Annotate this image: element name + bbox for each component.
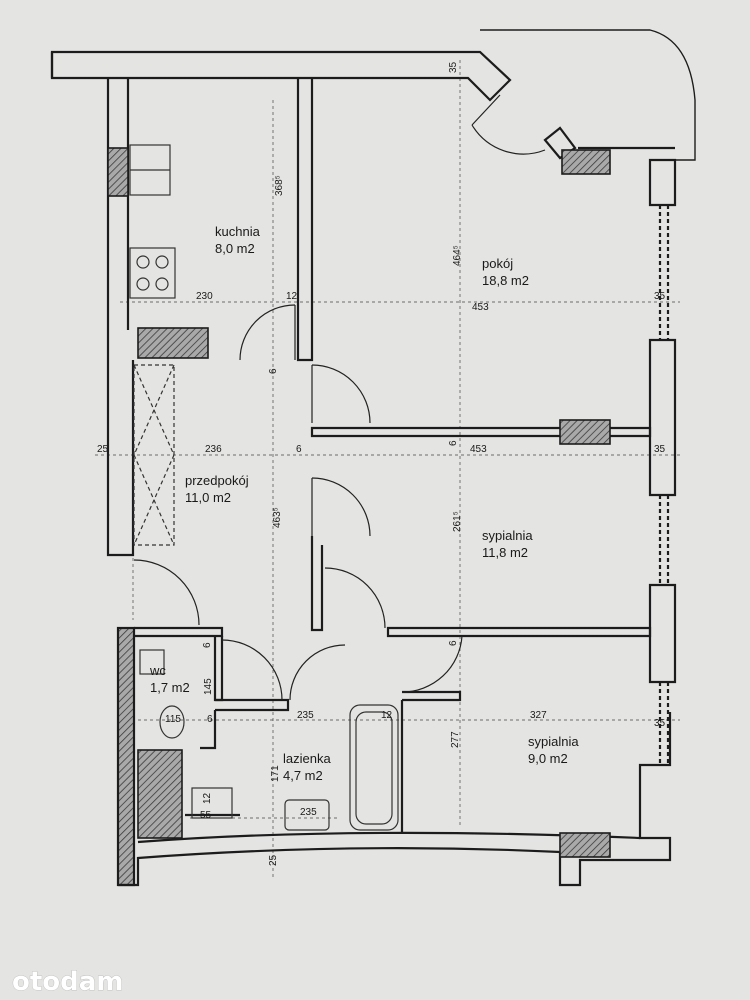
dimension-label: 6 xyxy=(268,368,279,374)
dimension-labels: 35 368⁵ 230 12 453 35 6 25 236 6 6 453 3… xyxy=(97,61,666,866)
dimension-label: 12 xyxy=(286,291,298,302)
dimension-label: 463⁵ xyxy=(272,507,283,528)
dimension-label: 115 xyxy=(165,714,181,725)
dimension-label: 235 xyxy=(297,710,314,721)
room-area-kuchnia: 8,0 m2 xyxy=(215,241,255,256)
room-area-przedpokoj: 11,0 m2 xyxy=(185,490,231,505)
dimension-label: 261⁵ xyxy=(452,511,463,532)
dimension-label: 35 xyxy=(654,718,666,729)
bathtub xyxy=(349,704,399,831)
dimension-label: 453 xyxy=(470,444,487,455)
room-labels: kuchnia 8,0 m2 pokój 18,8 m2 przedpokój … xyxy=(149,224,579,783)
dimension-label: 368⁵ xyxy=(274,175,285,196)
dimension-label: 6 xyxy=(202,642,213,648)
dimension-label: 327 xyxy=(530,710,547,721)
dimension-label: 171 xyxy=(270,765,281,782)
washbasin xyxy=(284,799,330,831)
dimension-label: 230 xyxy=(196,291,213,302)
dimension-label: 25 xyxy=(97,444,109,455)
dimension-label: 6 xyxy=(448,440,459,446)
dimension-label: 12 xyxy=(381,710,393,721)
toilet xyxy=(159,705,185,739)
room-area-wc: 1,7 m2 xyxy=(150,680,190,695)
dimension-label: 453 xyxy=(472,302,489,313)
dimension-label: 236 xyxy=(205,444,222,455)
room-name-wc: wc xyxy=(149,663,166,678)
dimension-label: 35 xyxy=(654,291,666,302)
ventilation-shafts xyxy=(107,147,611,858)
dimension-label: 277 xyxy=(450,731,461,748)
dimension-label: 6 xyxy=(207,714,213,725)
room-area-sypialnia-2: 9,0 m2 xyxy=(528,751,568,766)
dimension-label: 464⁵ xyxy=(452,245,463,266)
dimension-label: 35 xyxy=(448,61,459,73)
dimension-label: 235 xyxy=(300,807,317,818)
room-name-sypialnia-1: sypialnia xyxy=(482,528,533,543)
room-name-kuchnia: kuchnia xyxy=(215,224,261,239)
dimension-label: 6 xyxy=(448,640,459,646)
kitchen-stove xyxy=(129,247,176,299)
room-area-pokoj: 18,8 m2 xyxy=(482,273,529,288)
room-area-lazienka: 4,7 m2 xyxy=(283,768,323,783)
fixtures xyxy=(129,144,399,831)
door-swings xyxy=(133,94,546,701)
room-name-lazienka: lazienka xyxy=(283,751,331,766)
dimension-label: 35 xyxy=(654,444,666,455)
dimension-label: 25 xyxy=(268,854,279,866)
dimension-label: 55 xyxy=(200,810,212,821)
dimension-label: 6 xyxy=(296,444,302,455)
walls xyxy=(50,29,696,887)
dimension-label: 12 xyxy=(202,792,213,804)
dimension-label: 145 xyxy=(203,678,214,695)
room-name-sypialnia-2: sypialnia xyxy=(528,734,579,749)
room-name-pokoj: pokój xyxy=(482,256,513,271)
room-name-przedpokoj: przedpokój xyxy=(185,473,249,488)
room-area-sypialnia-1: 11,8 m2 xyxy=(482,545,528,560)
otodam-logo: otodam xyxy=(12,967,123,997)
